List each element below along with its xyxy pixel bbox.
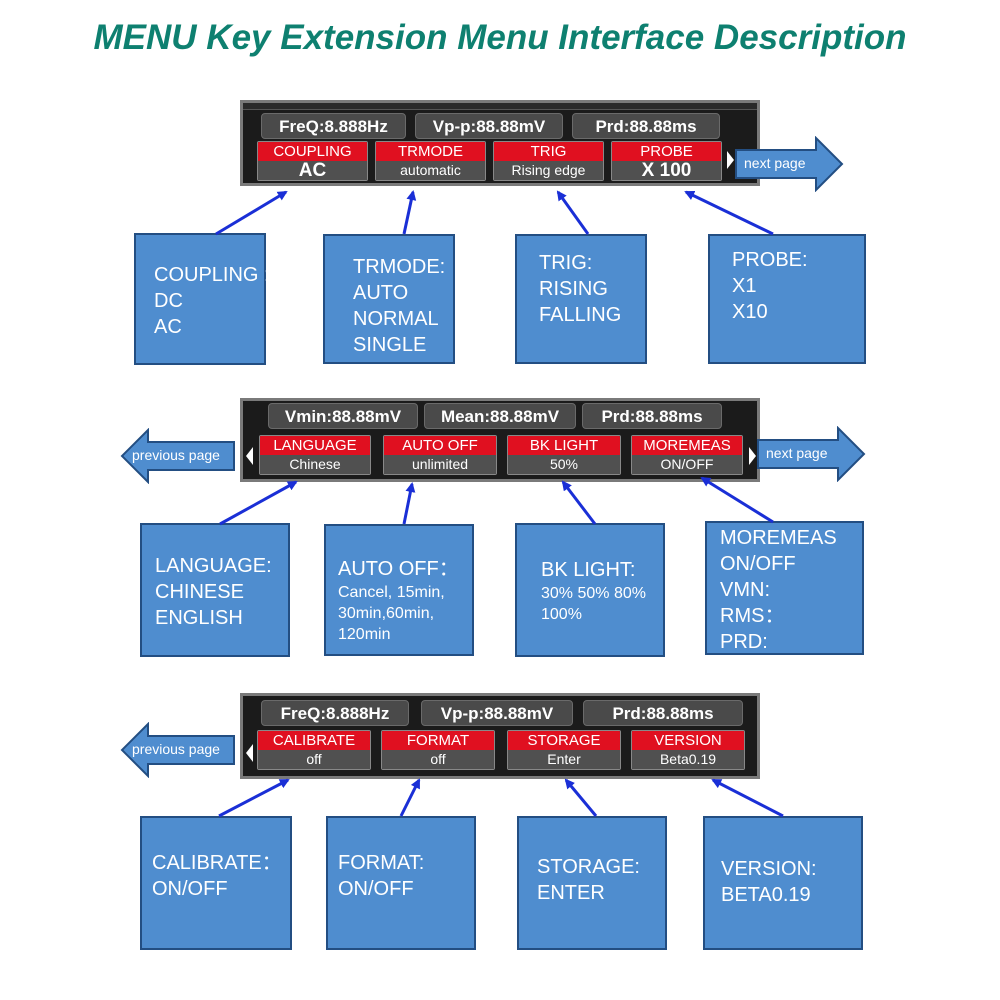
trmode-button[interactable]: TRMODE automatic (375, 141, 486, 181)
probe-options-box: PROBE: X1 X10 (708, 234, 866, 364)
coupling-options-box: COUPLING : DC AC (134, 233, 270, 365)
measure-mean: Mean:88.88mV (424, 403, 576, 429)
left-arrow-icon (120, 428, 235, 484)
next-page-label: next page (744, 155, 806, 171)
button-label: STORAGE (508, 731, 620, 750)
storage-button[interactable]: STORAGE Enter (507, 730, 621, 770)
right-arrow-icon (735, 136, 844, 192)
menu-screen-page-1: FreQ:8.888Hz Vp-p:88.88mV Prd:88.88ms CO… (240, 100, 760, 186)
button-label: FORMAT (382, 731, 494, 750)
button-label: LANGUAGE (260, 436, 370, 455)
button-label: CALIBRATE (258, 731, 370, 750)
arrow-calibrate (218, 778, 290, 818)
coupling-button[interactable]: COUPLING AC (257, 141, 368, 181)
calibrate-button[interactable]: CALIBRATE off (257, 730, 371, 770)
button-value: off (382, 750, 494, 769)
bk-light-button[interactable]: BK LIGHT 50% (507, 435, 621, 475)
chevron-right-icon[interactable] (727, 151, 734, 169)
button-label: BK LIGHT (508, 436, 620, 455)
button-value: unlimited (384, 455, 496, 474)
button-value: X 100 (612, 161, 721, 180)
next-page-arrow[interactable]: next page (756, 426, 866, 482)
moremeas-options-box: MOREMEAS ON/OFF VMN: RMS： PRD: (705, 521, 864, 655)
measure-row: Vmin:88.88mV Mean:88.88mV Prd:88.88ms (243, 403, 757, 433)
arrow-trmode (402, 190, 417, 235)
chevron-left-icon[interactable] (246, 447, 253, 465)
button-label: MOREMEAS (632, 436, 742, 455)
format-button[interactable]: FORMAT off (381, 730, 495, 770)
version-options-box: VERSION: BETA0.19 (703, 816, 863, 950)
button-label: VERSION (632, 731, 744, 750)
button-label: AUTO OFF (384, 436, 496, 455)
button-value: 50% (508, 455, 620, 474)
arrow-probe (684, 190, 774, 236)
next-page-label: next page (766, 445, 828, 461)
button-value: ON/OFF (632, 455, 742, 474)
previous-page-label: previous page (132, 447, 220, 463)
arrow-auto-off (402, 482, 416, 525)
chevron-right-icon[interactable] (749, 447, 756, 465)
arrow-version (711, 778, 784, 818)
left-arrow-icon (120, 722, 235, 778)
arrow-coupling (215, 190, 288, 236)
bk-light-options-box: BK LIGHT: 30% 50% 80% 100% (515, 523, 665, 657)
previous-page-arrow[interactable]: previous page (120, 428, 236, 484)
button-value: off (258, 750, 370, 769)
arrow-moremeas (700, 476, 774, 524)
button-label: TRMODE (376, 142, 485, 161)
measure-vpp: Vp-p:88.88mV (415, 113, 563, 139)
previous-page-arrow[interactable]: previous page (120, 722, 236, 778)
button-label: TRIG (494, 142, 603, 161)
button-value: automatic (376, 161, 485, 180)
arrow-format (399, 778, 421, 817)
version-button[interactable]: VERSION Beta0.19 (631, 730, 745, 770)
next-page-arrow[interactable]: next page (734, 136, 844, 192)
measure-period: Prd:88.88ms (582, 403, 722, 429)
trmode-options-box: TRMODE: AUTO NORMAL SINGLE (323, 234, 455, 364)
auto-off-options-box: AUTO OFF： Cancel, 15min, 30min,60min, 12… (324, 524, 474, 656)
arrow-storage (564, 778, 598, 817)
probe-button[interactable]: PROBE X 100 (611, 141, 722, 181)
right-arrow-icon (757, 426, 866, 482)
auto-off-button[interactable]: AUTO OFF unlimited (383, 435, 497, 475)
arrow-bk-light (561, 480, 597, 525)
measure-frequency: FreQ:8.888Hz (261, 700, 409, 726)
measure-period: Prd:88.88ms (572, 113, 720, 139)
measure-vpp: Vp-p:88.88mV (421, 700, 573, 726)
arrow-language (219, 480, 298, 526)
calibrate-options-box: CALIBRATE： ON/OFF (140, 816, 292, 950)
measure-row: FreQ:8.888Hz Vp-p:88.88mV Prd:88.88ms (243, 700, 757, 730)
measure-row: FreQ:8.888Hz Vp-p:88.88mV Prd:88.88ms (243, 113, 757, 143)
button-label: COUPLING (258, 142, 367, 161)
measure-frequency: FreQ:8.888Hz (261, 113, 406, 139)
measure-vmin: Vmin:88.88mV (268, 403, 418, 429)
button-label: PROBE (612, 142, 721, 161)
moremeas-button[interactable]: MOREMEAS ON/OFF (631, 435, 743, 475)
trig-options-box: TRIG: RISING FALLING (515, 234, 647, 364)
language-options-box: LANGUAGE: CHINESE ENGLISH (140, 523, 290, 657)
button-value: Beta0.19 (632, 750, 744, 769)
menu-screen-page-2: Vmin:88.88mV Mean:88.88mV Prd:88.88ms LA… (240, 398, 760, 482)
arrow-trig (556, 190, 590, 235)
trig-button[interactable]: TRIG Rising edge (493, 141, 604, 181)
measure-period: Prd:88.88ms (583, 700, 743, 726)
button-value: Enter (508, 750, 620, 769)
language-button[interactable]: LANGUAGE Chinese (259, 435, 371, 475)
menu-screen-page-3: FreQ:8.888Hz Vp-p:88.88mV Prd:88.88ms CA… (240, 693, 760, 779)
button-value: AC (258, 161, 367, 180)
chevron-left-icon[interactable] (246, 744, 253, 762)
button-value: Rising edge (494, 161, 603, 180)
previous-page-label: previous page (132, 741, 220, 757)
button-value: Chinese (260, 455, 370, 474)
page-title: MENU Key Extension Menu Interface Descri… (93, 18, 907, 57)
storage-options-box: STORAGE: ENTER (517, 816, 667, 950)
format-options-box: FORMAT: ON/OFF (326, 816, 476, 950)
